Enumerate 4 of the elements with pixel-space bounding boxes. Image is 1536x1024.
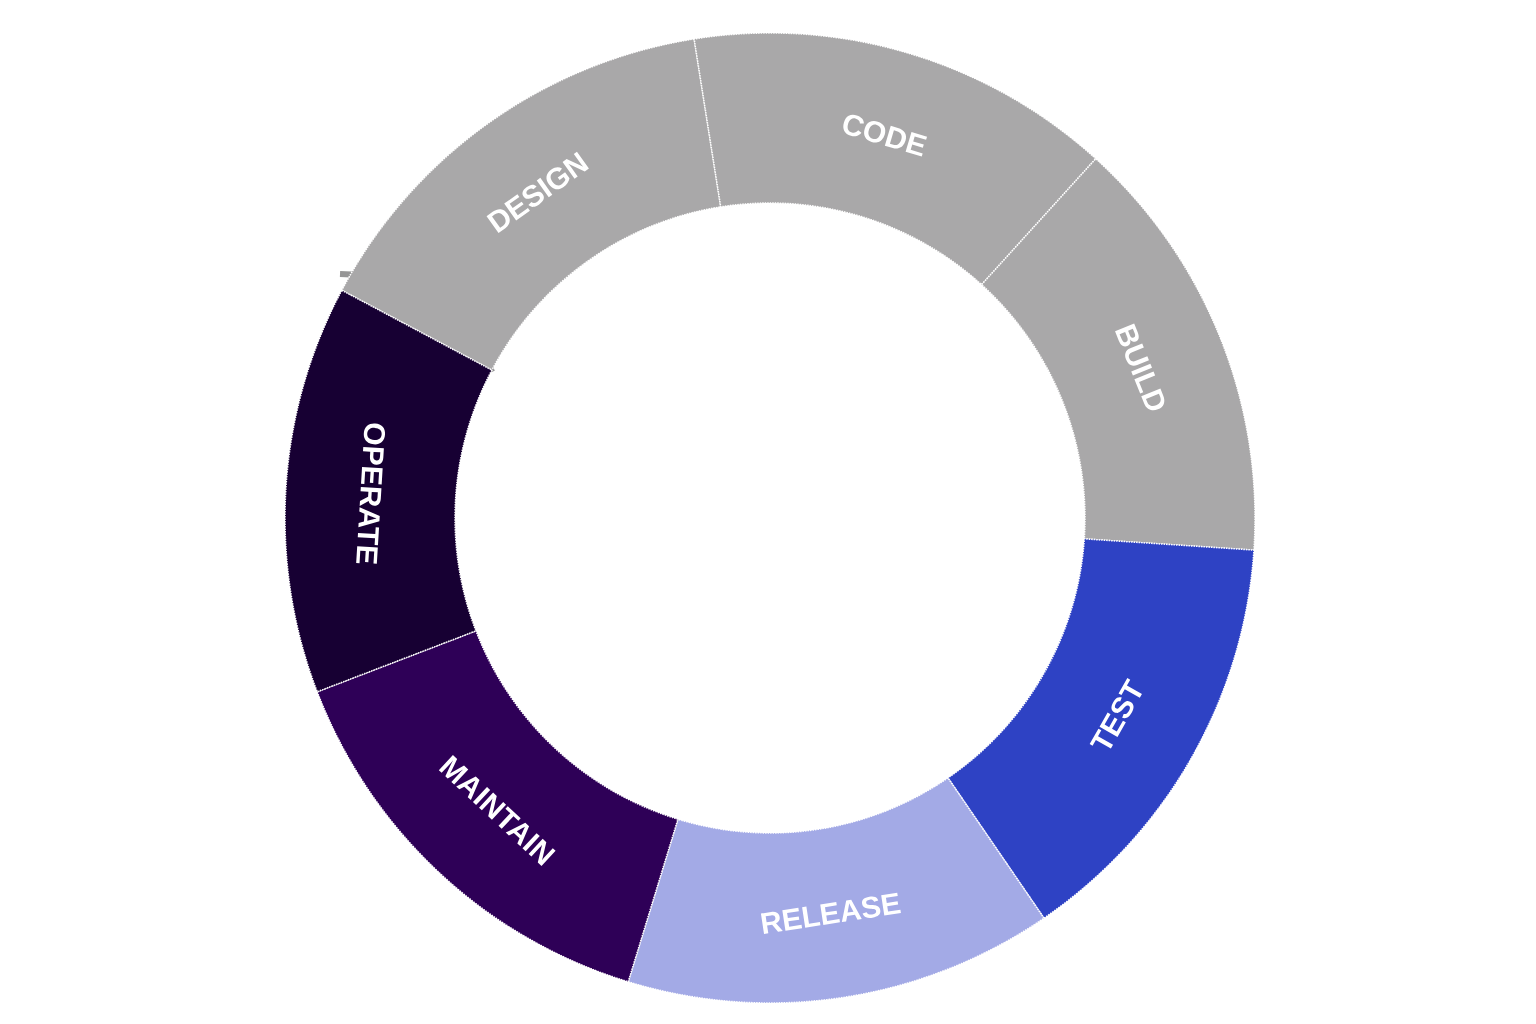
- ring-segment: BUILD: [980, 157, 1256, 551]
- ring-segment: OPERATE: [284, 289, 493, 693]
- ring-segment: RELEASE: [627, 777, 1045, 1004]
- ring-segment: CODE: [693, 32, 1097, 286]
